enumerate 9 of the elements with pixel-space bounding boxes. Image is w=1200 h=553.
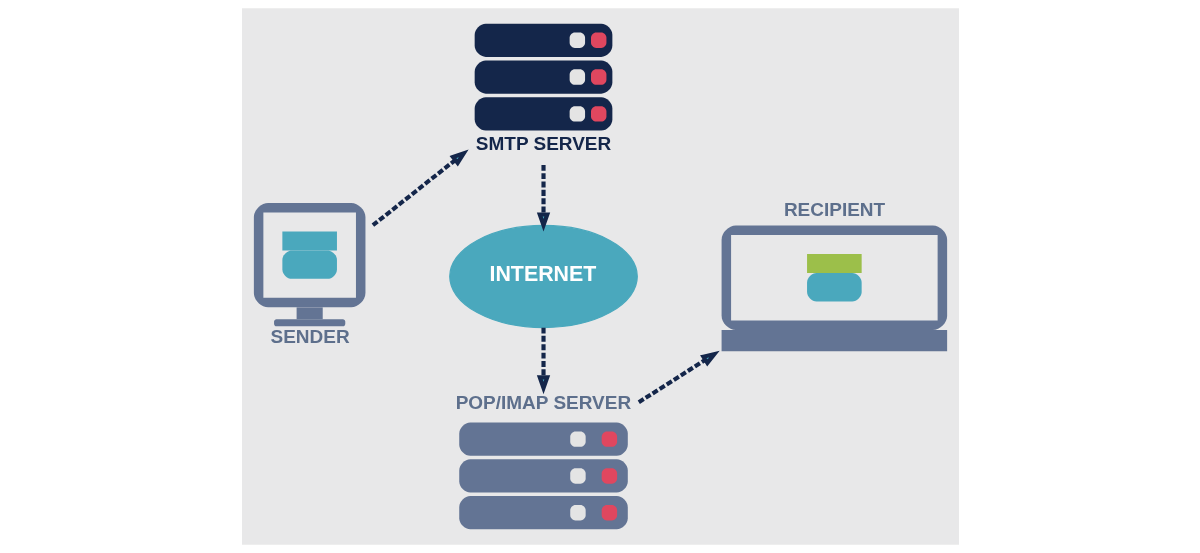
arrow bbox=[637, 350, 720, 404]
node-ellipse: INTERNET bbox=[448, 224, 638, 329]
arrow bbox=[536, 327, 550, 395]
arrow bbox=[371, 149, 469, 227]
node-label: SMTP SERVER bbox=[475, 133, 611, 155]
arrow bbox=[536, 164, 550, 232]
node-label: POP/IMAP SERVER bbox=[455, 392, 631, 414]
node-label: RECIPIENT bbox=[783, 198, 885, 220]
node-label: SENDER bbox=[269, 325, 350, 347]
